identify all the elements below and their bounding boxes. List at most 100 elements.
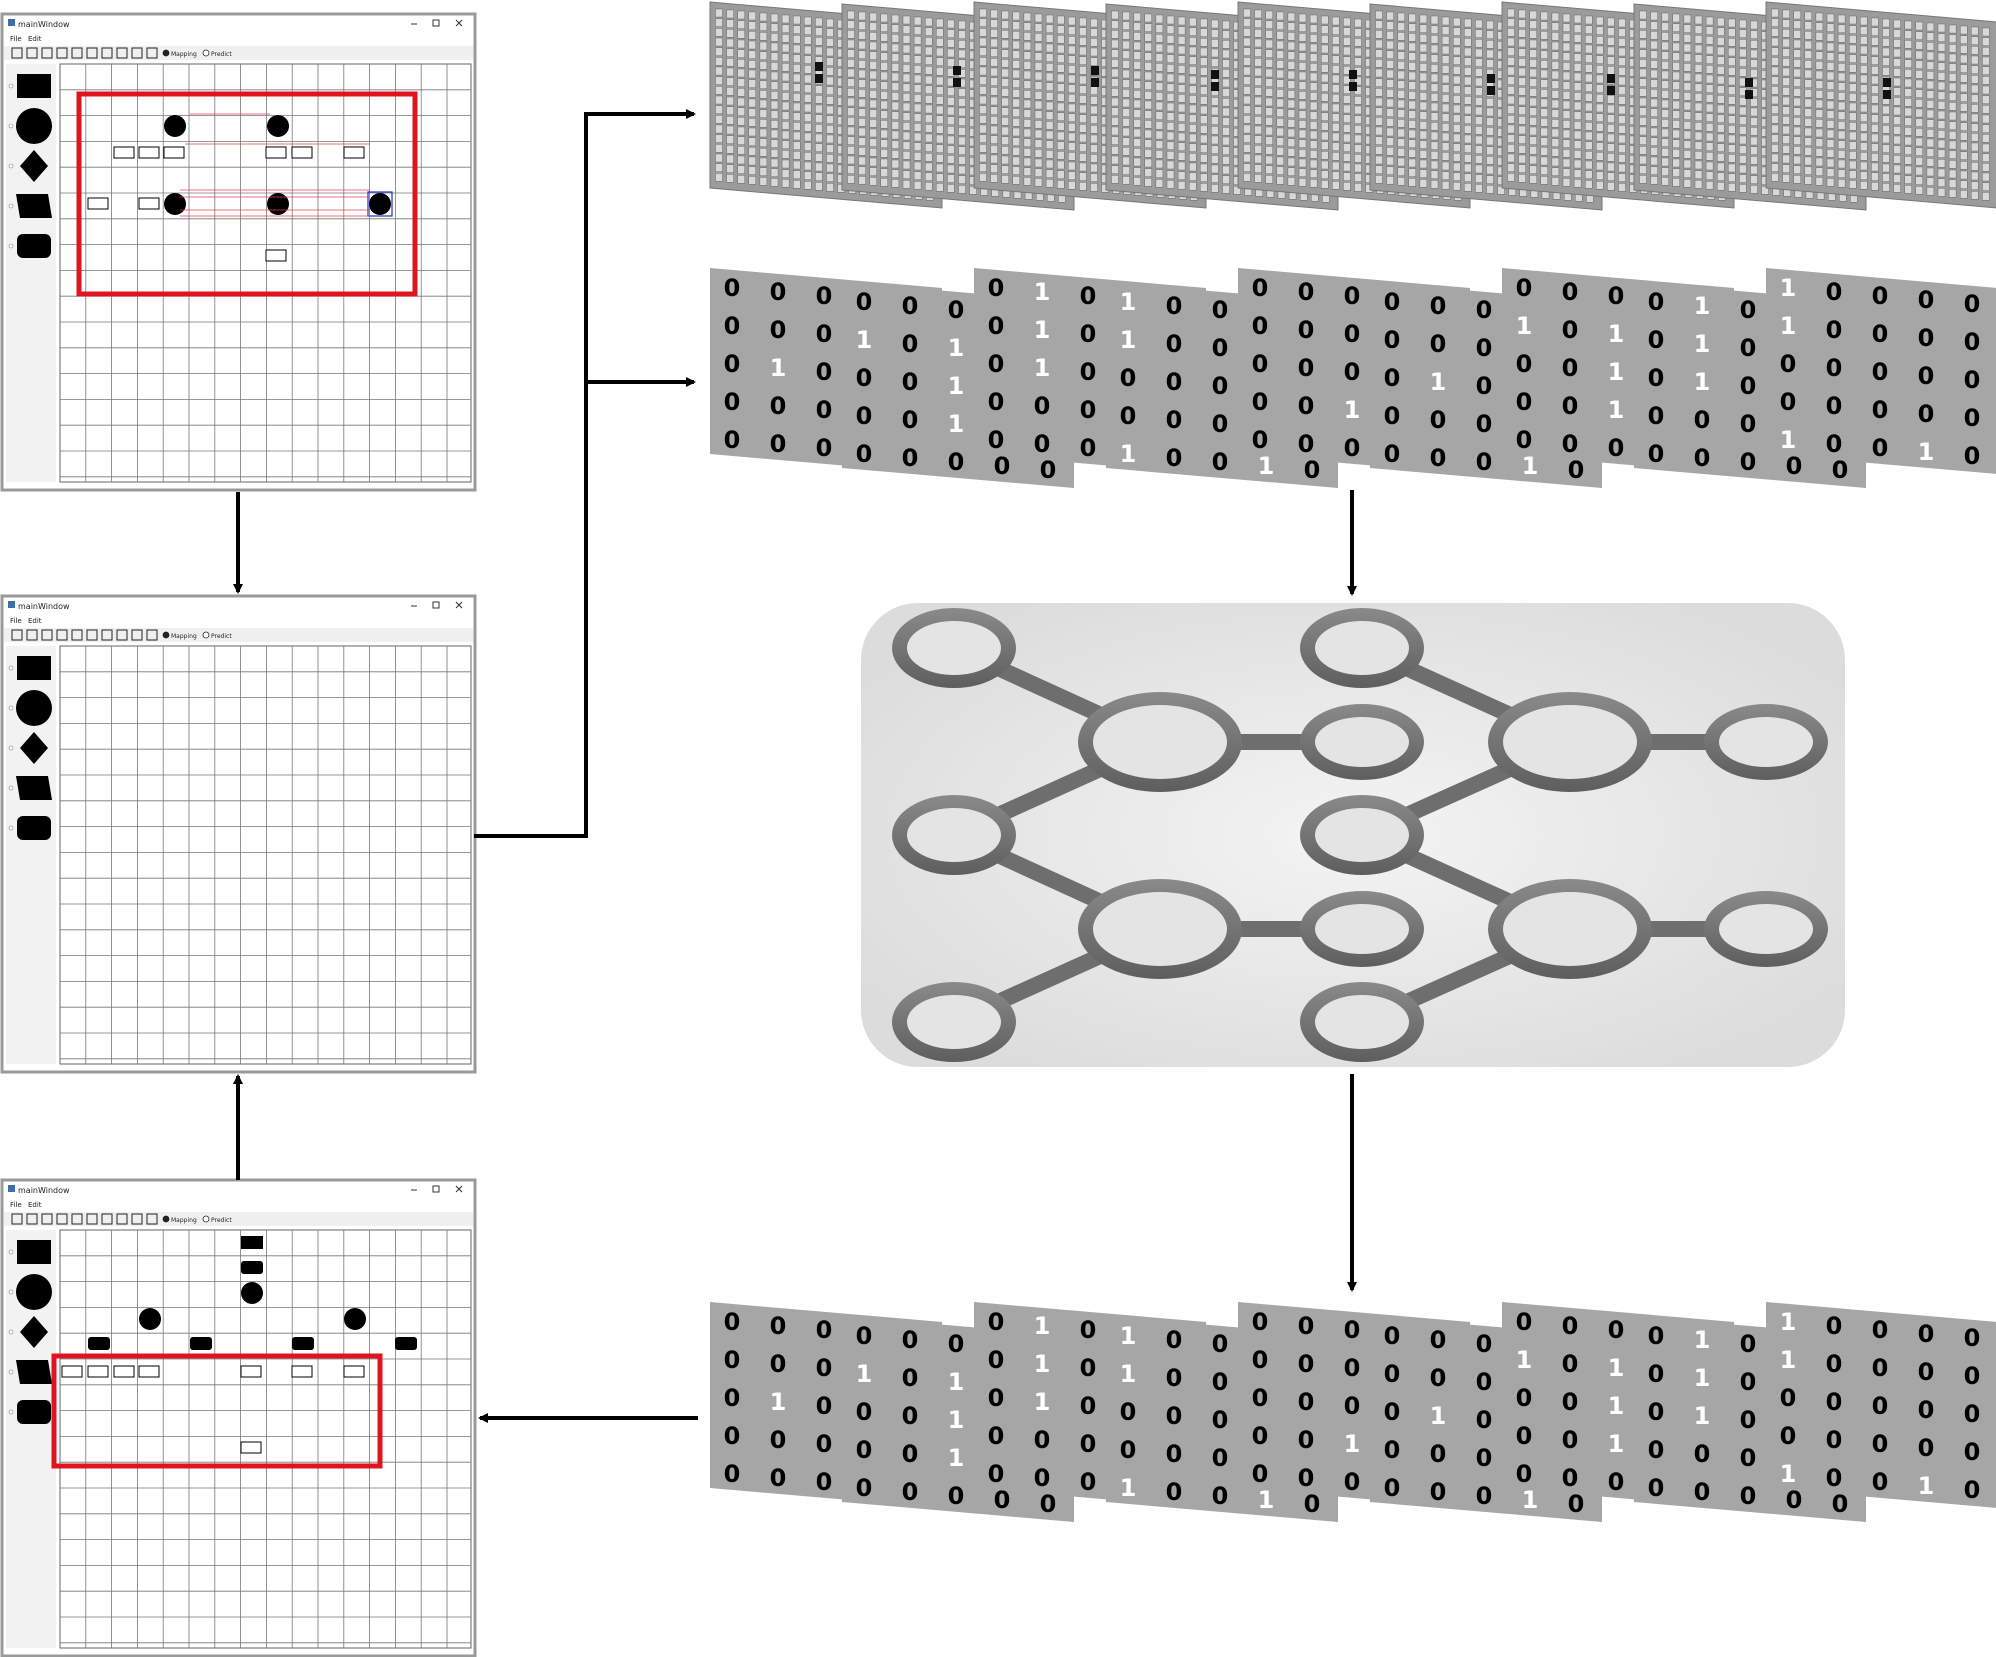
placed-rect[interactable] [240, 1365, 262, 1378]
connect-down-icon[interactable] [86, 629, 98, 641]
maximize-icon[interactable] [432, 19, 440, 27]
palette-radio[interactable] [8, 1409, 14, 1415]
save-icon[interactable] [41, 629, 53, 641]
palette-radio[interactable] [8, 745, 14, 751]
palette-radio[interactable] [8, 1289, 14, 1295]
placed-circle[interactable] [369, 193, 391, 215]
radio-predict[interactable] [202, 49, 210, 57]
connect-right-icon[interactable] [56, 629, 68, 641]
palette-radio[interactable] [8, 203, 14, 209]
connect-down-alt-icon[interactable] [101, 1213, 113, 1225]
placed-circle[interactable] [139, 1308, 161, 1330]
menu-item-edit[interactable]: Edit [28, 617, 42, 625]
placed-rect[interactable] [138, 146, 160, 159]
connect-down-alt-icon[interactable] [101, 47, 113, 59]
menu-item-edit[interactable]: Edit [28, 35, 42, 43]
placed-rect[interactable] [87, 1365, 109, 1378]
add-icon[interactable] [11, 47, 23, 59]
rectangle-shape[interactable] [17, 74, 51, 98]
open-folder-icon[interactable] [26, 629, 38, 641]
palette-radio[interactable] [8, 123, 14, 129]
rectangle-shape[interactable] [17, 656, 51, 680]
grid-canvas[interactable] [59, 645, 472, 1065]
pointer-hand-icon[interactable] [116, 629, 128, 641]
save-icon[interactable] [41, 47, 53, 59]
placed-circle[interactable] [164, 193, 186, 215]
placed-rect[interactable] [240, 1441, 262, 1454]
diamond-shape[interactable] [20, 1316, 48, 1348]
placed-rect[interactable] [291, 1365, 313, 1378]
palette-radio[interactable] [8, 243, 14, 249]
placed-rect[interactable] [87, 197, 109, 210]
connect-right-alt-icon[interactable] [71, 629, 83, 641]
connect-down-icon[interactable] [86, 47, 98, 59]
open-folder-icon[interactable] [26, 47, 38, 59]
connect-right-icon[interactable] [56, 1213, 68, 1225]
placed-circle[interactable] [164, 115, 186, 137]
placed-rectangle[interactable] [241, 1236, 263, 1249]
rounded-rect-shape[interactable] [17, 234, 51, 258]
save-icon[interactable] [41, 1213, 53, 1225]
placed-rect[interactable] [113, 1365, 135, 1378]
open-folder-icon[interactable] [26, 1213, 38, 1225]
open-hand-icon[interactable] [131, 47, 143, 59]
placed-rect[interactable] [343, 146, 365, 159]
placed-circle[interactable] [241, 1282, 263, 1304]
radio-mapping[interactable] [162, 1215, 170, 1223]
parallelogram-shape[interactable] [16, 1360, 52, 1384]
close-icon[interactable] [455, 601, 463, 609]
menu-item-edit[interactable]: Edit [28, 1201, 42, 1209]
parallelogram-shape[interactable] [16, 194, 52, 218]
palette-radio[interactable] [8, 705, 14, 711]
placed-rect[interactable] [61, 1365, 83, 1378]
placed-rect[interactable] [138, 197, 160, 210]
palette-radio[interactable] [8, 825, 14, 831]
palette-radio[interactable] [8, 1329, 14, 1335]
placed-circle[interactable] [344, 1308, 366, 1330]
connect-down-alt-icon[interactable] [101, 629, 113, 641]
palette-radio[interactable] [8, 1369, 14, 1375]
placed-rect[interactable] [265, 249, 287, 262]
placed-rect[interactable] [343, 1365, 365, 1378]
placed-rect[interactable] [113, 146, 135, 159]
pointer-hand-icon[interactable] [116, 1213, 128, 1225]
maximize-icon[interactable] [432, 1185, 440, 1193]
palette-radio[interactable] [8, 1249, 14, 1255]
grid-canvas[interactable] [59, 63, 472, 483]
connect-right-alt-icon[interactable] [71, 1213, 83, 1225]
radio-mapping[interactable] [162, 631, 170, 639]
rectangle-shape[interactable] [17, 1240, 51, 1264]
menu-item-file[interactable]: File [10, 1201, 22, 1209]
rounded-rect-shape[interactable] [17, 816, 51, 840]
placed-rounded-rect[interactable] [190, 1337, 212, 1350]
palette-radio[interactable] [8, 785, 14, 791]
diamond-shape[interactable] [20, 732, 48, 764]
open-hand-icon[interactable] [131, 1213, 143, 1225]
connect-down-icon[interactable] [86, 1213, 98, 1225]
palette-radio[interactable] [8, 665, 14, 671]
placed-circle[interactable] [267, 115, 289, 137]
placed-rect[interactable] [265, 146, 287, 159]
connect-right-alt-icon[interactable] [71, 47, 83, 59]
diamond-shape[interactable] [20, 150, 48, 182]
open-hand-icon[interactable] [131, 629, 143, 641]
placed-rect[interactable] [163, 146, 185, 159]
palette-radio[interactable] [8, 83, 14, 89]
placed-rect[interactable] [291, 146, 313, 159]
add-icon[interactable] [11, 1213, 23, 1225]
undo-icon[interactable] [146, 629, 158, 641]
placed-rounded-rect[interactable] [88, 1337, 110, 1350]
undo-icon[interactable] [146, 1213, 158, 1225]
radio-predict[interactable] [202, 631, 210, 639]
radio-predict[interactable] [202, 1215, 210, 1223]
palette-radio[interactable] [8, 163, 14, 169]
radio-mapping[interactable] [162, 49, 170, 57]
menu-item-file[interactable]: File [10, 617, 22, 625]
add-icon[interactable] [11, 629, 23, 641]
menu-item-file[interactable]: File [10, 35, 22, 43]
connect-right-icon[interactable] [56, 47, 68, 59]
maximize-icon[interactable] [432, 601, 440, 609]
grid-canvas[interactable] [59, 1229, 472, 1649]
circle-shape[interactable] [16, 1274, 52, 1310]
placed-rounded-rect[interactable] [395, 1337, 417, 1350]
